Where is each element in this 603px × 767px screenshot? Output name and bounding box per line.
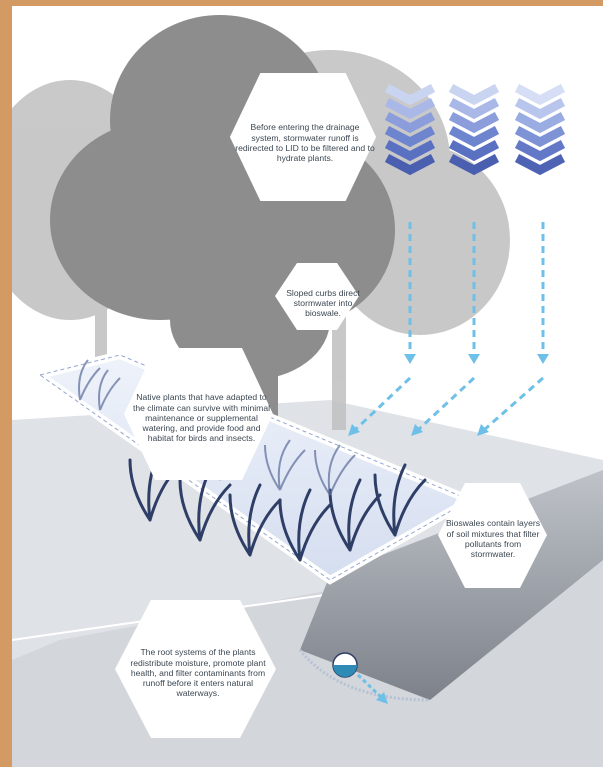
callout-runoff: Before entering the drainage system, sto… [235, 122, 375, 164]
callout-hexagon-soil-layers [438, 483, 547, 588]
outflow-arrow [356, 673, 384, 700]
callout-native-plants: Native plants that have adapted to the c… [132, 392, 271, 444]
outflow-arrowhead [376, 692, 388, 704]
native-plants [128, 448, 427, 562]
callout-hexagon-curbs [275, 263, 359, 330]
chevron-stack-3 [514, 84, 566, 176]
outflow-water [333, 665, 357, 677]
callout-hexagon-root-systems [115, 600, 276, 738]
callout-hexagon-runoff [229, 73, 377, 201]
callout-root-systems: The root systems of the plants redistrib… [130, 647, 266, 699]
illustration-panel: Before entering the drainage system, sto… [12, 6, 603, 767]
bioswale-illustration [12, 15, 603, 767]
chevron-stack-2 [448, 84, 500, 176]
chevron-stack-1 [384, 84, 436, 176]
rain-chevrons [384, 84, 566, 176]
callout-soil-layers: Bioswales contain layers of soil mixture… [445, 518, 541, 560]
callout-curbs: Sloped curbs direct stormwater into bios… [286, 287, 360, 319]
water-flow-arrowheads [348, 354, 549, 436]
drain-pipe [298, 649, 431, 702]
callout-hexagon-native-plants [124, 348, 273, 480]
water-flow-arrows [353, 222, 545, 432]
